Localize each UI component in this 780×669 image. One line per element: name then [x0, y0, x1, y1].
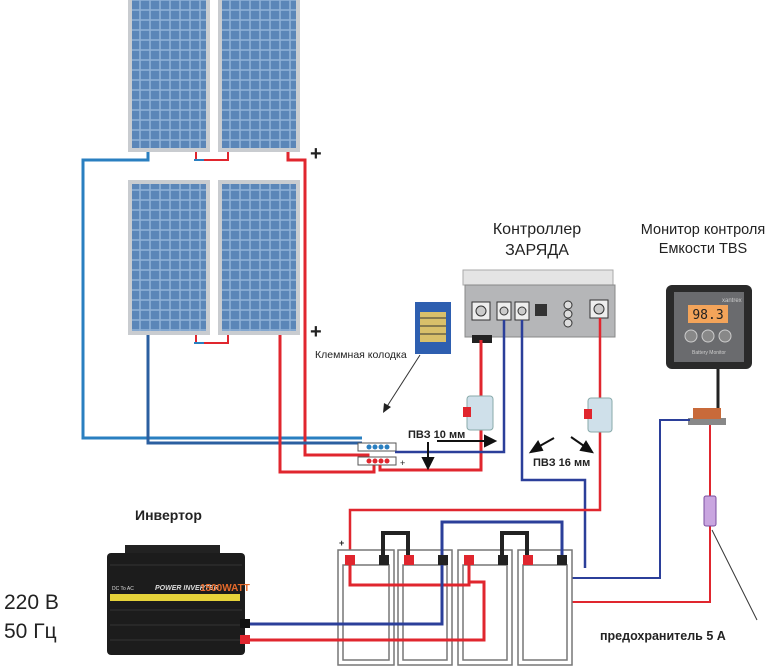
arrows-10 — [421, 434, 498, 471]
output-frequency: 50 Гц — [4, 620, 57, 643]
breaker-battery[interactable] — [584, 397, 613, 433]
charge-controller — [462, 269, 616, 343]
arrows-16 — [528, 436, 594, 454]
battery-monitor: xantrex 98.3 Battery Monitor — [666, 285, 752, 369]
inverter-dc-ac: DC To AC — [112, 586, 134, 592]
fuse-label: предохранитель 5 А — [600, 629, 726, 643]
inverter: DC To AC POWER INVERTER 1500WATT — [107, 545, 250, 655]
wire-panel-bottom-negative — [146, 335, 362, 445]
pointer-arrowhead — [383, 403, 391, 413]
controller-label-1: Контроллер — [493, 221, 581, 238]
wire-panel-bottom-positive — [278, 335, 376, 474]
monitor-label-2: Емкости TBS — [659, 241, 747, 257]
terminal-block-label: Клеммная колодка — [315, 349, 407, 361]
monitor-brand: xantrex — [722, 298, 742, 304]
plus-sign-top: + — [310, 143, 322, 165]
monitor-label-1: Монитор контроля — [641, 222, 765, 238]
panel-series-link-top — [195, 152, 229, 161]
inverter-brand: POWER INVERTER — [155, 585, 219, 592]
jumper-1-2 — [381, 531, 410, 558]
inverter-rating: 1500WATT — [200, 583, 250, 594]
wire-controller-battery-negative — [520, 320, 587, 568]
solar-panel-top-right — [218, 0, 300, 152]
inverter-label: Инвертор — [135, 507, 202, 523]
wire-parallel-negative — [440, 520, 564, 562]
wire-panel-top-positive — [286, 152, 370, 463]
wire-gauge-10-label: ПВЗ 10 мм — [408, 429, 465, 441]
plus-sign-bottom: + — [310, 321, 322, 343]
solar-panel-top-left — [128, 0, 210, 152]
fuse-pointer-line — [711, 529, 758, 621]
monitor-caption: Battery Monitor — [692, 350, 726, 356]
solar-panel-bottom-left — [128, 180, 210, 335]
terminal-block-photo — [415, 302, 451, 354]
jumper-3-4 — [500, 531, 529, 558]
battery-terminals — [345, 555, 567, 565]
terminal-pointer-line — [385, 354, 421, 409]
controller-label-2: ЗАРЯДА — [505, 242, 569, 259]
wire-inverter-negative — [250, 565, 444, 626]
terminal-block — [357, 442, 397, 466]
solar-panel-bottom-right — [218, 180, 300, 335]
battery-bank — [337, 549, 573, 666]
wire-gauge-16-label: ПВЗ 16 мм — [533, 457, 590, 469]
battery-plus: + — [339, 538, 344, 548]
wire-controller-pv-negative — [395, 320, 506, 454]
fuse — [703, 495, 717, 527]
shunt — [688, 408, 726, 425]
terminal-plus: + — [400, 458, 405, 468]
output-voltage: 220 В — [4, 591, 59, 614]
wire-panel-top-negative — [81, 152, 362, 440]
wire-monitor-negative — [566, 419, 690, 579]
breaker-pv[interactable] — [463, 395, 494, 431]
monitor-display: 98.3 — [692, 308, 723, 323]
panel-series-link-bottom — [195, 335, 229, 344]
wire-inverter-positive — [250, 565, 486, 642]
